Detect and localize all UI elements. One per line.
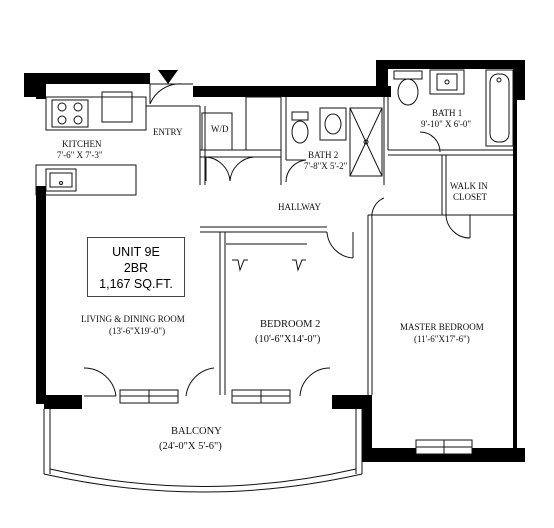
living-size: (13'-6"X19'-0") xyxy=(109,326,166,336)
master-window xyxy=(415,439,473,455)
bedroom2-label: BEDROOM 2 xyxy=(260,319,321,330)
fridge xyxy=(101,91,133,123)
bath2-label: BATH 2 xyxy=(308,150,339,160)
interior-doors xyxy=(205,131,471,259)
kitchen-label: KITCHEN xyxy=(62,139,102,149)
bedroom2-size: (10'-6"X14'-0") xyxy=(255,334,321,345)
unit-type: 2BR xyxy=(123,261,149,275)
bath2-size: 7'-8"X 5'-2" xyxy=(304,161,348,171)
hallway-label: HALLWAY xyxy=(278,202,321,212)
kitchen-sink-icon xyxy=(45,168,77,192)
bath1-toilet-icon xyxy=(393,70,423,106)
closet-label-line1: WALK IN xyxy=(450,181,488,191)
entry-door xyxy=(149,83,193,105)
living-sliding-door xyxy=(83,367,215,404)
closet-rod xyxy=(232,259,306,272)
master-label: MASTER BEDROOM xyxy=(400,322,484,332)
bath1-sink-icon xyxy=(429,69,465,95)
shower-icon xyxy=(349,107,383,177)
bedroom2-sliding-door xyxy=(231,367,331,404)
unit-area: 1,167 SQ.FT. xyxy=(99,277,173,291)
unit-info-box: UNIT 9E 2BR 1,167 SQ.FT. xyxy=(87,237,185,297)
toilet-icon xyxy=(291,111,309,144)
entry-arrow-icon xyxy=(158,70,178,84)
balcony-outline xyxy=(43,409,363,493)
exterior-walls xyxy=(24,60,525,462)
kitchen-size: 7'-6" X 7'-3" xyxy=(57,150,103,160)
living-label: LIVING & DINING ROOM xyxy=(81,314,185,324)
closet-label-line2: CLOSET xyxy=(453,192,488,202)
master-size: (11'-6"X17'-6") xyxy=(414,334,470,344)
interior-walls xyxy=(146,96,513,395)
entry-label: ENTRY xyxy=(153,127,183,137)
bathtub-icon xyxy=(485,69,514,147)
unit-name: UNIT 9E xyxy=(112,245,160,259)
balcony-label: BALCONY xyxy=(171,426,222,437)
bath1-label: BATH 1 xyxy=(432,108,463,118)
wd-label: W/D xyxy=(211,124,229,134)
bath2-sink-icon xyxy=(319,107,347,141)
bath1-size: 9'-10" X 6'-0" xyxy=(421,119,472,129)
kitchen-counter xyxy=(35,96,147,196)
balcony-size: (24'-0"X 5'-6") xyxy=(159,441,222,452)
stove-icon xyxy=(51,99,89,128)
